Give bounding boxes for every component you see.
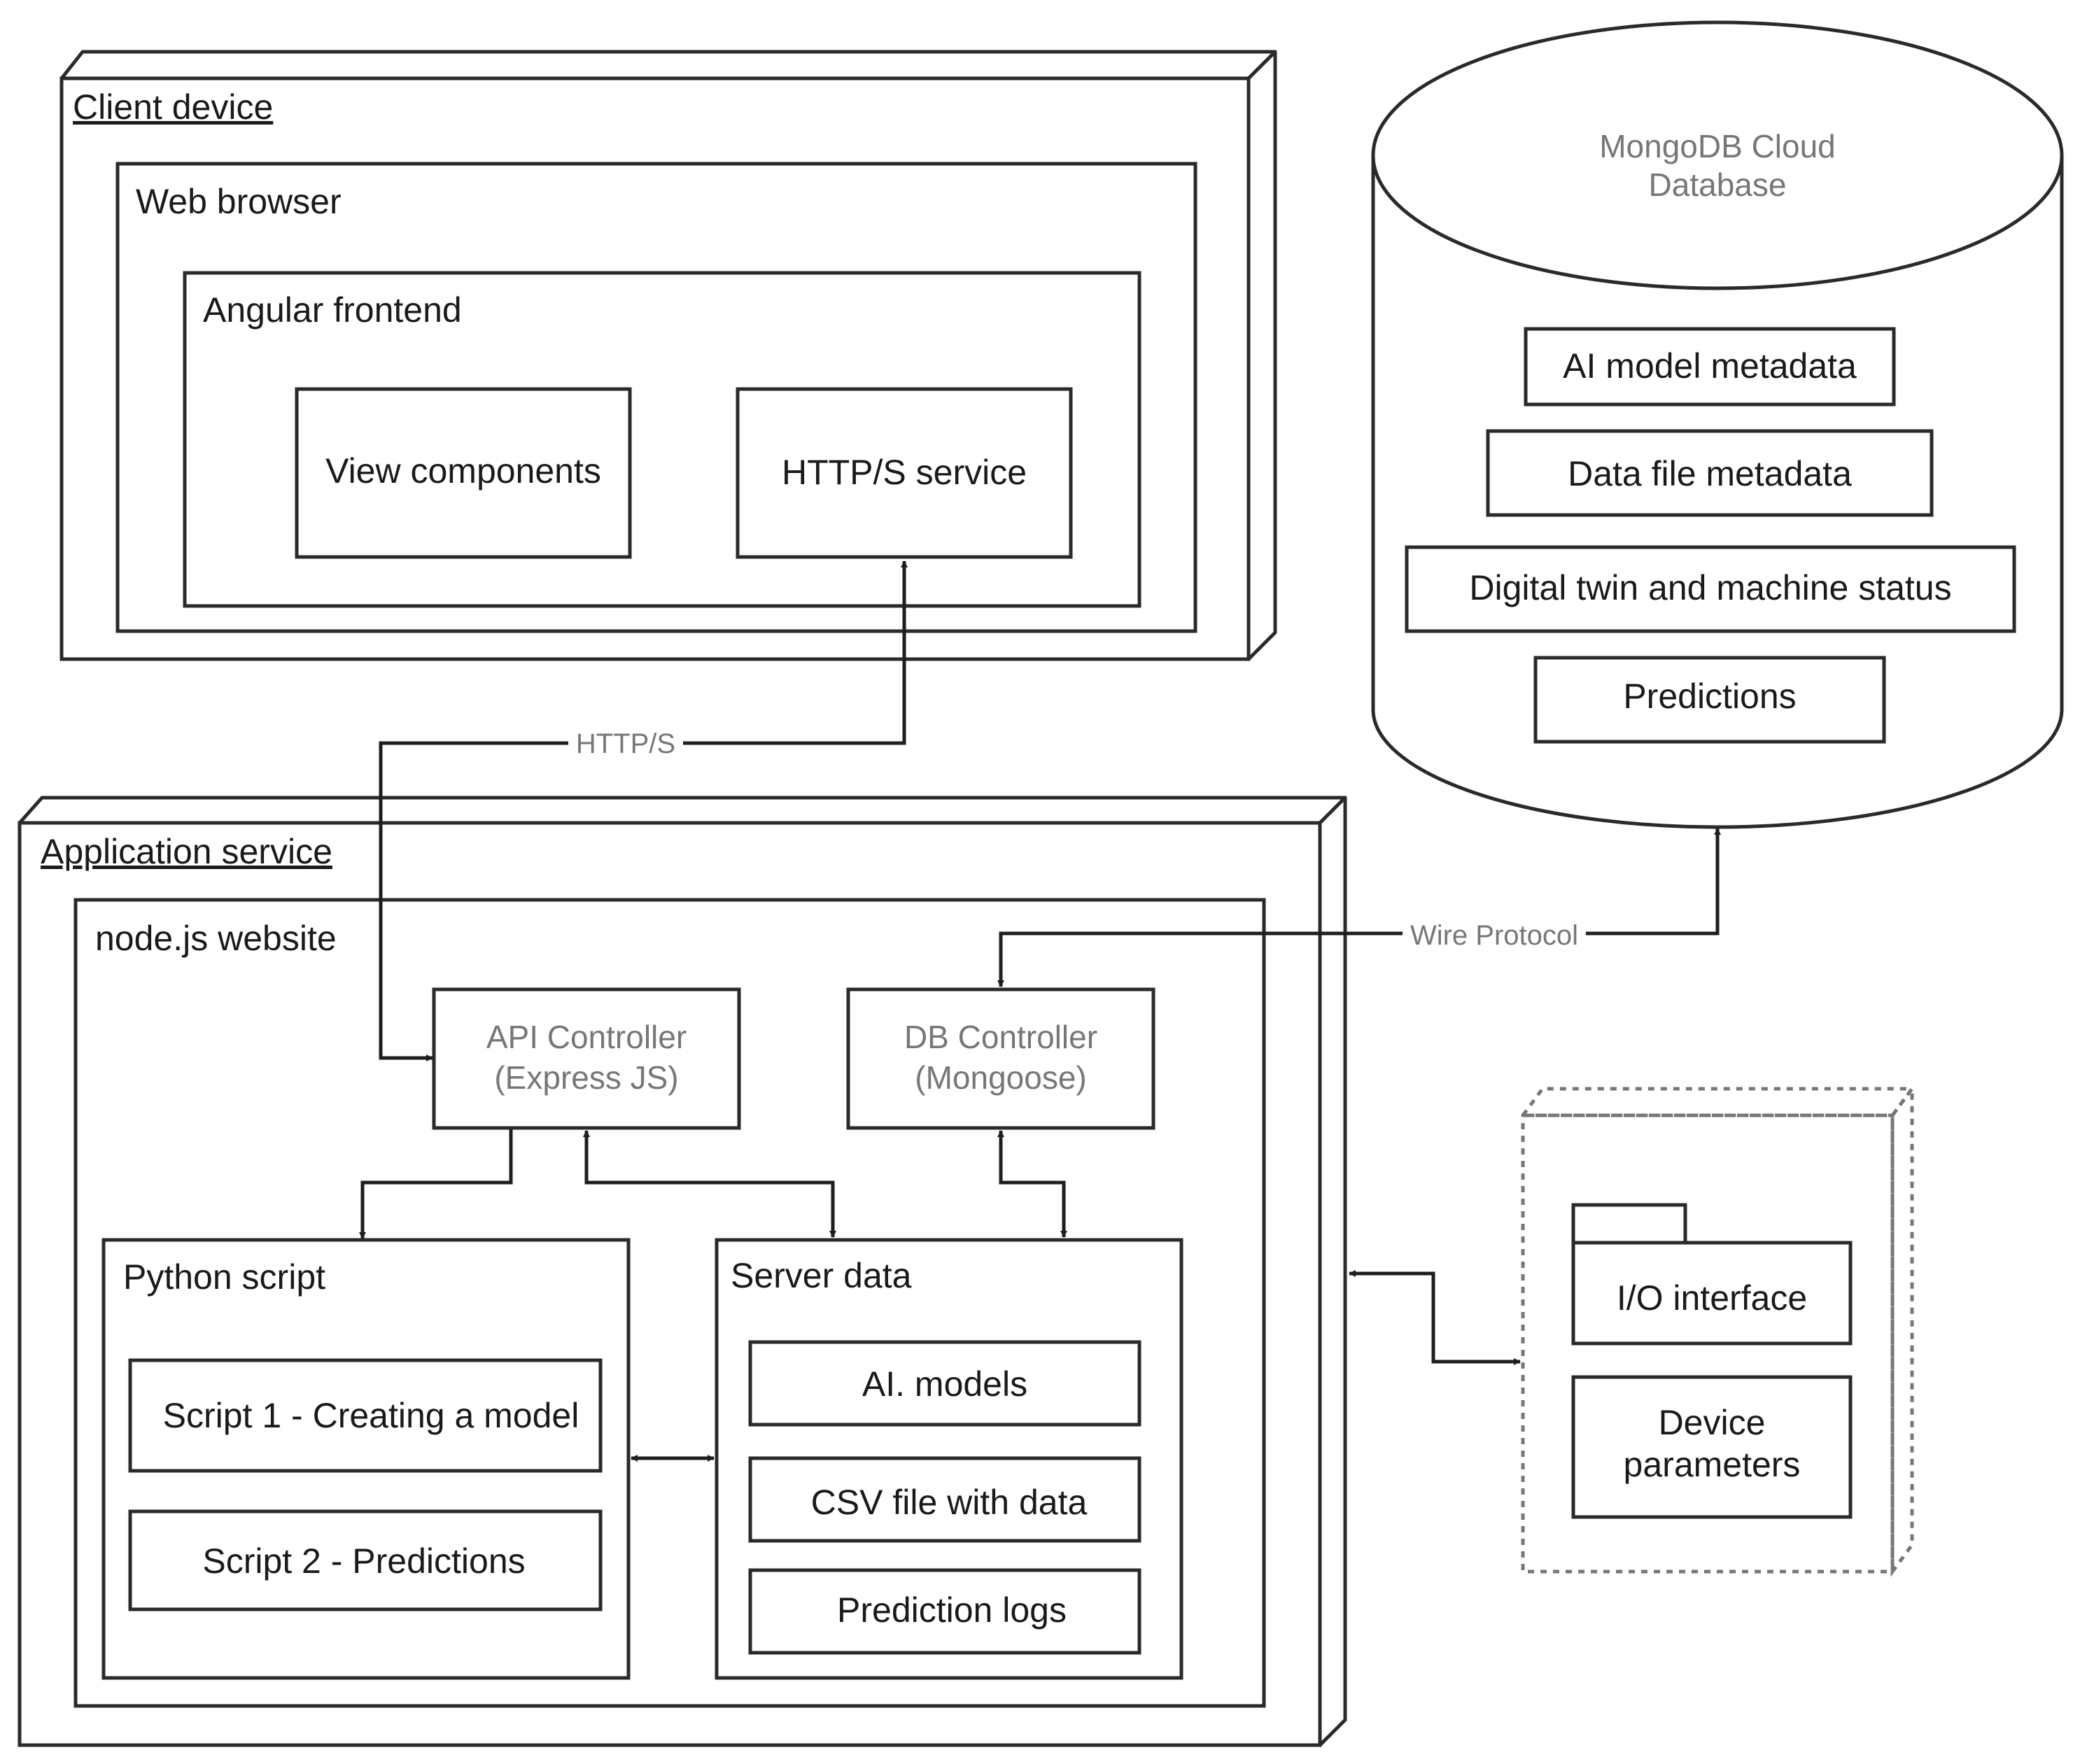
svg-text:CSV file with data: CSV file with data <box>811 1483 1088 1522</box>
db-controller-box: DB Controller (Mongoose) <box>846 987 1155 1130</box>
csv-file-box: CSV file with data <box>748 1456 1141 1543</box>
http-service-box: HTTP/S service <box>736 387 1073 559</box>
app-to-device-connector <box>1349 1271 1520 1364</box>
http-connector <box>379 561 906 1060</box>
prediction-logs-box: Prediction logs <box>748 1568 1141 1655</box>
svg-text:Script 2 - Predictions: Script 2 - Predictions <box>202 1541 525 1581</box>
api-controller-box: API Controller (Express JS) <box>432 987 741 1130</box>
api-to-python-connector <box>360 1129 513 1239</box>
server-data-label: Server data <box>731 1256 912 1295</box>
wire-protocol-connector <box>999 830 1720 987</box>
view-components-box: View components <box>295 387 632 559</box>
db-item-digital-twin-status: Digital twin and machine status <box>1405 545 2016 633</box>
io-interface-package: I/O interface <box>1571 1203 1853 1346</box>
svg-text:parameters: parameters <box>1624 1445 1801 1484</box>
svg-text:AI. models: AI. models <box>862 1364 1027 1404</box>
svg-text:Script 1 - Creating a model: Script 1 - Creating a model <box>163 1396 579 1435</box>
script-2-box: Script 2 - Predictions <box>128 1509 603 1611</box>
web-browser-label: Web browser <box>136 182 342 221</box>
db-to-server-data-connector <box>999 1131 1066 1237</box>
python-script-label: Python script <box>123 1257 325 1297</box>
api-to-server-data-connector <box>584 1131 835 1237</box>
nodejs-website-label: node.js website <box>95 919 337 958</box>
io-interface-label: I/O interface <box>1617 1278 1807 1318</box>
ai-models-box: AI. models <box>748 1340 1141 1427</box>
angular-frontend-label: Angular frontend <box>203 290 462 330</box>
svg-text:Data file metadata: Data file metadata <box>1568 454 1852 493</box>
mongodb-title-line-2: Database <box>1649 167 1787 203</box>
svg-text:AI model metadata: AI model metadata <box>1563 346 1857 386</box>
script-1-box: Script 1 - Creating a model <box>128 1358 603 1473</box>
svg-text:Predictions: Predictions <box>1623 677 1796 716</box>
http-service-label: HTTP/S service <box>782 453 1027 492</box>
svg-text:Device: Device <box>1659 1403 1766 1442</box>
svg-text:API Controller: API Controller <box>486 1019 687 1055</box>
client-device-label: Client device <box>73 87 273 127</box>
svg-text:Digital twin and machine statu: Digital twin and machine status <box>1469 568 1951 607</box>
svg-text:(Mongoose): (Mongoose) <box>915 1059 1086 1096</box>
db-item-predictions: Predictions <box>1533 656 1886 744</box>
application-service-label: Application service <box>41 832 332 871</box>
device-parameters-box: Device parameters <box>1571 1375 1853 1519</box>
svg-text:(Express JS): (Express JS) <box>494 1059 678 1096</box>
db-item-data-file-metadata: Data file metadata <box>1486 429 1934 517</box>
db-item-ai-model-metadata: AI model metadata <box>1524 327 1896 407</box>
mongodb-title-line-1: MongoDB Cloud <box>1599 128 1836 164</box>
svg-text:Prediction logs: Prediction logs <box>837 1590 1067 1630</box>
view-components-label: View components <box>325 451 601 491</box>
http-connection-label: HTTP/S <box>576 728 675 759</box>
svg-text:DB Controller: DB Controller <box>904 1019 1097 1055</box>
device-node <box>1519 1083 1916 1577</box>
wire-protocol-label: Wire Protocol <box>1410 920 1578 951</box>
